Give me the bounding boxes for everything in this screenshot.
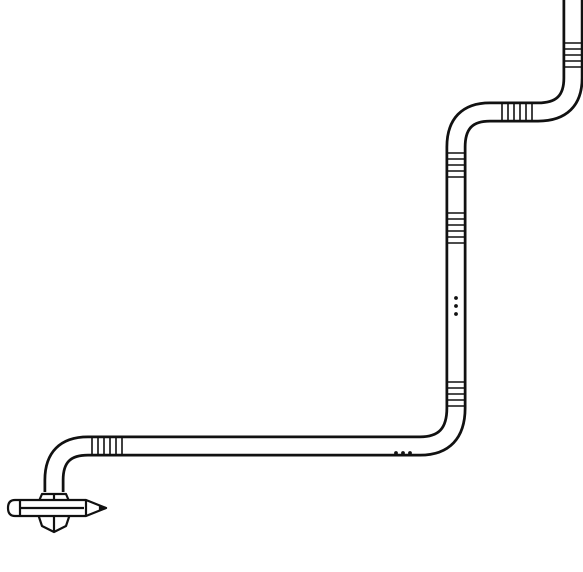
- pipe-ribs-top-vertical: [564, 42, 582, 68]
- pipe-ribs-top-horizontal: [501, 103, 533, 121]
- pipe-ribs-lower-vertical: [447, 381, 465, 407]
- pipe-ribs-middle-vertical-1: [447, 152, 465, 178]
- horizontal-ellipsis-dots: [394, 451, 412, 455]
- vertical-ellipsis-dots: [454, 296, 458, 316]
- pipe-tube: [43, 0, 583, 492]
- pipe-ribs-bottom-horizontal: [91, 437, 123, 455]
- pen-nib-icon: [6, 498, 108, 518]
- pipe-outline: [43, 0, 583, 492]
- pipe-core: [46, 0, 581, 492]
- pipe-ribs-middle-vertical-2: [447, 212, 465, 244]
